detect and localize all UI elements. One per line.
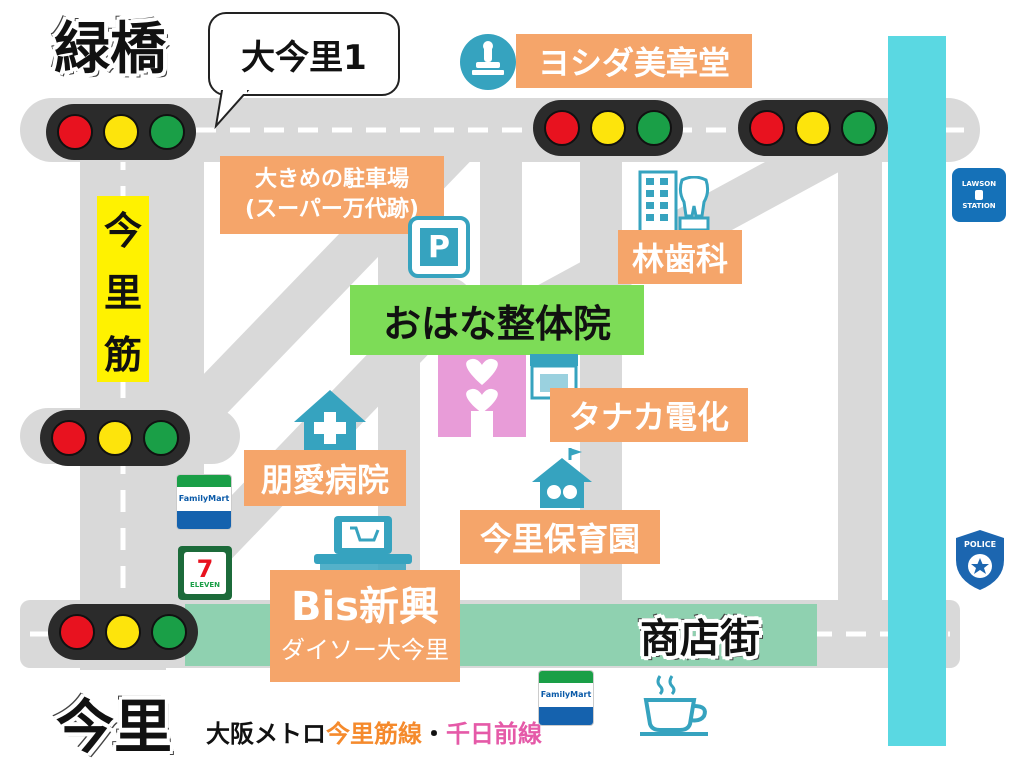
seven-eleven-logo: 7 ELEVEN [178, 546, 232, 600]
location-callout: 大今里1 [208, 12, 400, 96]
lawson-text: LAWSON [961, 180, 997, 188]
heart-icon [466, 388, 498, 413]
place-yoshida: ヨシダ美章堂 [516, 34, 752, 88]
yellow-lamp [97, 420, 133, 456]
yellow-lamp [105, 614, 141, 650]
traffic-light-icon [40, 410, 190, 466]
green-lamp [149, 114, 185, 150]
yellow-lamp [795, 110, 831, 146]
green-lamp [841, 110, 877, 146]
street-char: 今 [103, 208, 142, 253]
place-bis-shinko: Bis新興 ダイソー大今里 [270, 570, 460, 682]
police-text: POLICE [963, 540, 997, 549]
callout-text: 大今里1 [241, 37, 367, 78]
green-lamp [151, 614, 187, 650]
metro-line-imazatosuji: 今里筋線 [326, 720, 422, 748]
place-houai-hospital: 朋愛病院 [244, 450, 406, 506]
stamp-icon [460, 34, 516, 90]
parking-letter: P [420, 228, 458, 266]
supermarket-icon [314, 516, 412, 584]
familymart-logo: FamilyMart [176, 474, 232, 530]
familymart-logo: FamilyMart [538, 670, 594, 726]
place-ohana: おはな整体院 [350, 285, 644, 355]
coffee-icon [640, 675, 708, 736]
street-char: 筋 [103, 332, 142, 377]
parking-line1: 大きめの駐車場 [254, 167, 409, 193]
traffic-light-icon [533, 100, 683, 156]
station-text: STATION [962, 202, 996, 210]
lawson-station-logo: LAWSON STATION [952, 168, 1006, 222]
traffic-light-icon [48, 604, 198, 660]
red-lamp [59, 614, 95, 650]
seven-number: 7 [196, 554, 214, 583]
red-lamp [544, 110, 580, 146]
familymart-text: FamilyMart [540, 690, 592, 699]
familymart-text: FamilyMart [178, 494, 230, 503]
red-lamp [51, 420, 87, 456]
bis-shinko-name: Bis新興 [290, 583, 439, 630]
place-tanaka: タナカ電化 [550, 388, 748, 442]
yellow-lamp [590, 110, 626, 146]
place-parking: 大きめの駐車場 (スーパー万代跡) [220, 156, 444, 234]
metro-lines: 大阪メトロ今里筋線・千日前線 [206, 714, 542, 749]
daiso-name: ダイソー大今里 [281, 635, 449, 664]
street-imazato-suji: 今 里 筋 [97, 196, 149, 382]
intersection-imazato: 今里 [56, 693, 173, 761]
green-lamp [143, 420, 179, 456]
place-nursery: 今里保育園 [460, 510, 660, 564]
police-icon: POLICE [952, 528, 1008, 592]
nursery-icon [532, 448, 592, 508]
seven-name: ELEVEN [189, 580, 221, 589]
red-lamp [57, 114, 93, 150]
tooth-icon [678, 176, 710, 232]
place-hayashi-dental: 林歯科 [618, 230, 742, 284]
red-lamp [749, 110, 785, 146]
traffic-light-icon [46, 104, 196, 160]
building-icon [638, 170, 678, 234]
metro-separator: ・ [422, 720, 446, 748]
metro-prefix: 大阪メトロ [206, 720, 326, 748]
street-shotengai: 商店街 [640, 616, 760, 662]
heart-icon [466, 358, 498, 385]
street-char: 里 [103, 270, 142, 315]
intersection-midoribashi: 緑橋 [54, 17, 166, 82]
green-lamp [636, 110, 672, 146]
yellow-lamp [103, 114, 139, 150]
parking-line2: (スーパー万代跡) [245, 197, 419, 222]
parking-icon: P [408, 216, 470, 278]
pink-building [438, 355, 526, 437]
callout-tail [214, 90, 250, 130]
hospital-icon [294, 390, 366, 450]
traffic-light-icon [738, 100, 888, 156]
metro-line-sennichimae: 千日前線 [446, 720, 542, 748]
